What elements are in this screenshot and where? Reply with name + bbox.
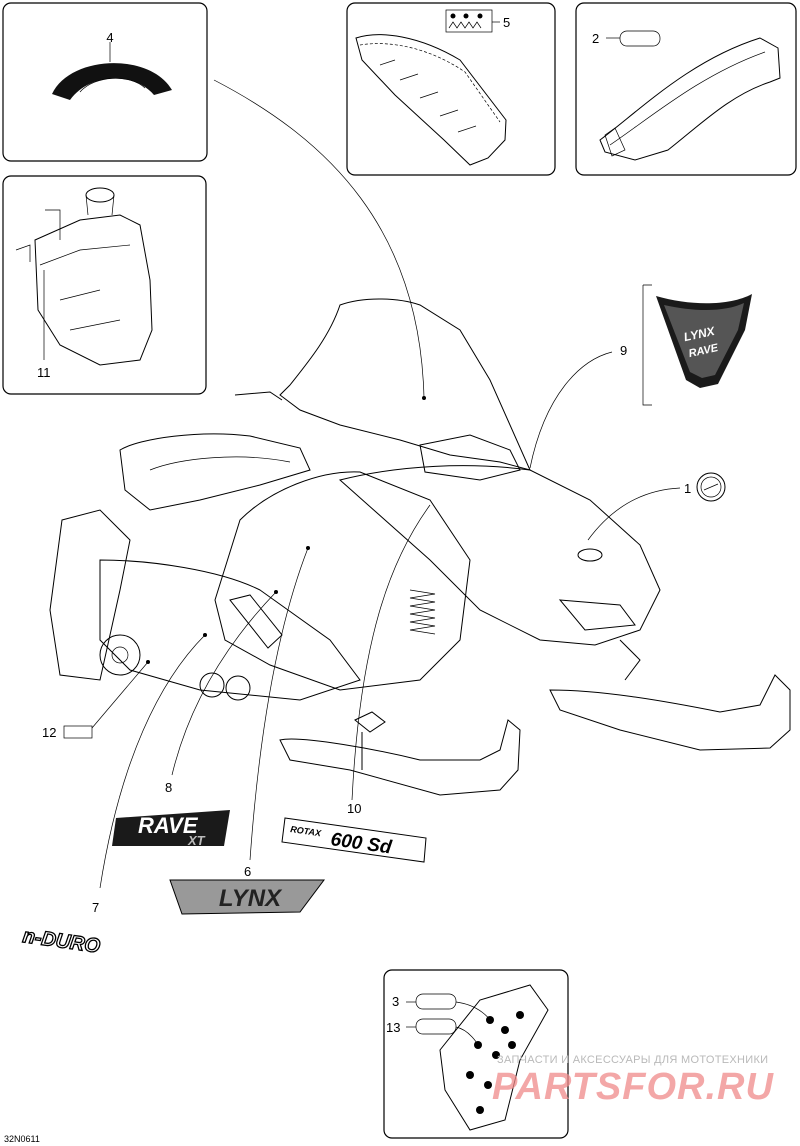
callout-5: 5 [503, 15, 510, 30]
right-ski [549, 674, 791, 751]
oil-tank-outline [34, 214, 153, 366]
decal-10-rotax: 10 ROTAX 600 Sd [281, 801, 427, 863]
callout-2: 2 [592, 31, 599, 46]
callout-10: 10 [347, 801, 361, 816]
rave-xt-decal-shape [112, 810, 230, 846]
left-ski [279, 719, 521, 796]
warning-label-icon [445, 9, 493, 33]
side-vent [229, 594, 283, 649]
tunnel-outline [599, 37, 781, 161]
watermark: ЗАПЧАСТИ И АКСЕССУАРЫ ДЛЯ МОТОТЕХНИКИ PA… [492, 1054, 774, 1108]
headlight-pod [419, 434, 521, 481]
panel-frame [2, 175, 207, 395]
rotax-decal-shape [281, 817, 427, 863]
decal-7-nduro: 7 n-DURO [21, 900, 103, 958]
hitch-bracket-outline [439, 984, 549, 1131]
xt-decal-text: XT [187, 833, 206, 848]
side-panel-outline [214, 471, 471, 691]
callout-9: 9 [620, 343, 627, 358]
label-3-blank [415, 993, 457, 1010]
round-emblem-icon [696, 472, 726, 502]
leader-3 [455, 1001, 491, 1021]
ski-spindle [354, 711, 386, 733]
panel-decal-4: 4 [2, 2, 208, 162]
label-12-blank [63, 725, 93, 739]
watermark-caption: ЗАПЧАСТИ И АКСЕССУАРЫ ДЛЯ МОТОТЕХНИКИ [497, 1054, 768, 1066]
callout-12: 12 [42, 725, 56, 740]
decal-1-round-emblem: 1 [587, 472, 726, 541]
leader-10 [351, 504, 431, 801]
rear-flap-outline [49, 509, 131, 681]
windshield-outline [279, 298, 531, 471]
nduro-decal-text: n-DURO [21, 925, 102, 958]
leader-7 [99, 634, 206, 889]
front-spring [409, 589, 436, 635]
rotax-decal-text: ROTAX [290, 824, 323, 838]
panel-seat-5: 5 [346, 2, 556, 176]
seat-outline [355, 34, 507, 166]
callout-13: 13 [386, 1020, 400, 1035]
leader-9 [529, 351, 613, 469]
panel-hitch-3-13: 3 13 [383, 969, 569, 1139]
callout-11: 11 [37, 365, 51, 380]
callout-3: 3 [392, 994, 399, 1009]
lynx-decal-shape [169, 879, 325, 915]
lynx-decal-text: LYNX [219, 885, 283, 912]
leader-12 [91, 661, 149, 729]
panel-frame [2, 2, 208, 162]
callout-6: 6 [244, 864, 251, 879]
bogie-wheel [199, 672, 225, 698]
label-13-blank [415, 1018, 457, 1035]
watermark-logo: PARTSFOR.RU [492, 1066, 774, 1108]
callout-7: 7 [92, 900, 99, 915]
label-12: 12 [42, 725, 93, 740]
panel-frame [346, 2, 556, 176]
front-vent [558, 599, 636, 631]
leader-1 [587, 487, 681, 541]
callout-8: 8 [165, 780, 172, 795]
emblem-lynx-text: LYNX [682, 324, 716, 344]
front-hood-outline [338, 465, 661, 646]
leader-4-main [213, 79, 425, 399]
decal-6-lynx: 6 LYNX [169, 864, 325, 915]
oil-cap-icon [85, 187, 115, 203]
seat-outline [119, 433, 311, 511]
figure-code: 32N0611 [4, 1134, 40, 1144]
leader-8 [171, 591, 277, 776]
callout-1: 1 [684, 481, 691, 496]
leader-13 [455, 1026, 479, 1046]
panel-oil-tank-11: 11 [2, 175, 207, 395]
rear-idler-wheel [99, 634, 141, 676]
panel-tunnel-2: 2 [575, 2, 797, 176]
panel-frame [575, 2, 797, 176]
snowmobile-main-view [49, 298, 791, 796]
decal-9-lynx-rave: LYNX RAVE 9 [529, 284, 752, 469]
callout-4: 4 [106, 30, 113, 45]
bogie-wheel [225, 675, 251, 701]
rave-decal-text: RAVE [138, 813, 199, 838]
decal-8-rave-xt: 8 RAVE XT [112, 780, 230, 848]
tunnel-outline [99, 559, 361, 701]
hood-emblem-spot [577, 548, 603, 562]
label-2-blank [619, 30, 661, 47]
leader-6 [249, 547, 309, 861]
panel-frame [383, 969, 569, 1139]
windshield-decal-shape [52, 63, 172, 100]
